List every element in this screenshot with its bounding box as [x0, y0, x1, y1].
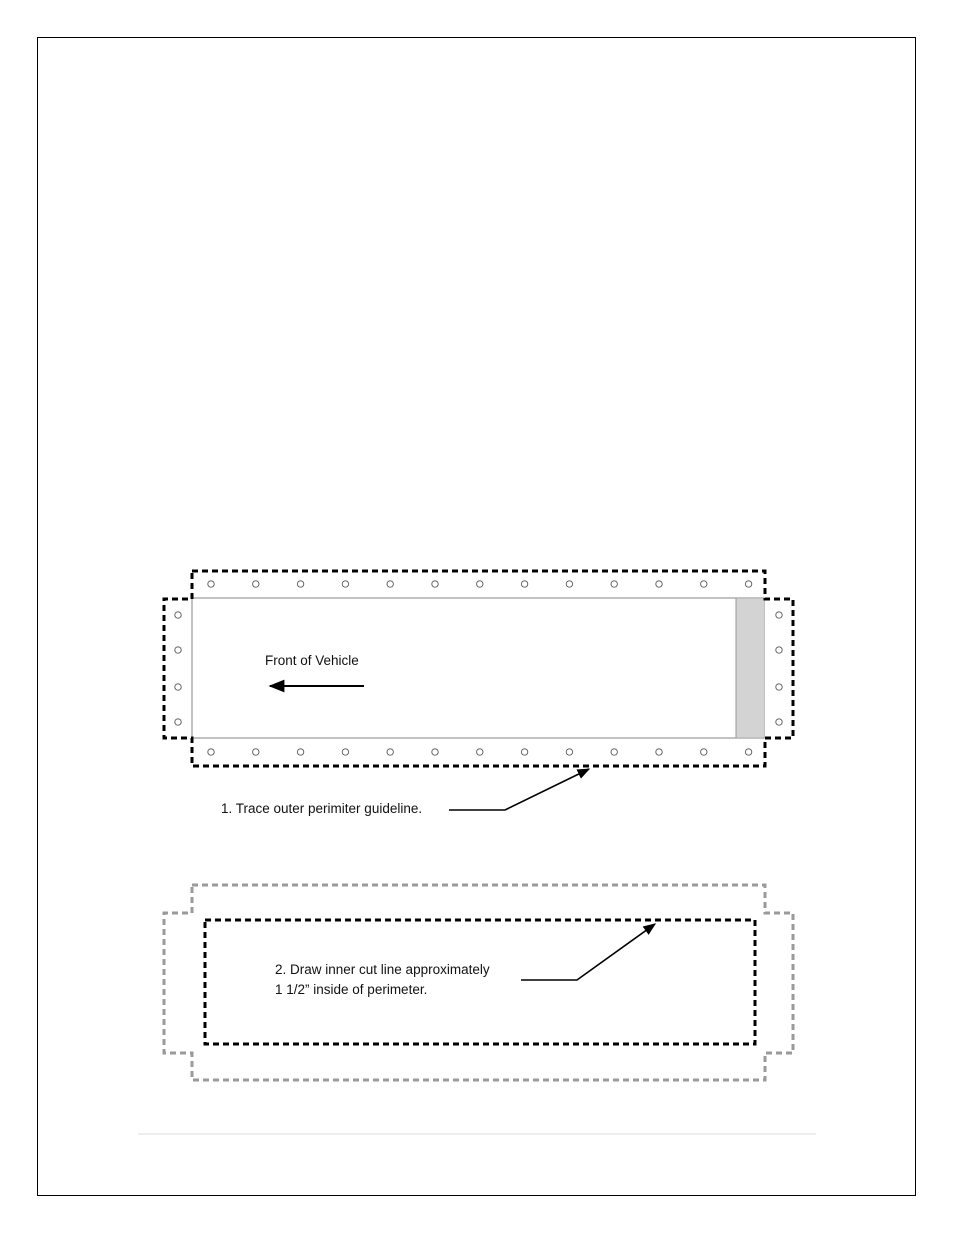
- hole-icon: [521, 749, 527, 755]
- hole-icon: [701, 749, 707, 755]
- hole-icon: [253, 749, 259, 755]
- hole-icon: [611, 581, 617, 587]
- hole-icon: [701, 581, 707, 587]
- outer-perimeter-reference: [164, 885, 793, 1080]
- leader-arrow-icon: [449, 769, 589, 810]
- hole-icon: [611, 749, 617, 755]
- hole-icon: [387, 581, 393, 587]
- hole-icon: [342, 581, 348, 587]
- end-strip: [736, 599, 764, 737]
- liner-panel: [192, 598, 764, 738]
- hole-icon: [776, 612, 782, 618]
- hole-icon: [776, 719, 782, 725]
- hole-icon: [745, 581, 751, 587]
- hole-icon: [566, 581, 572, 587]
- hole-icon: [477, 581, 483, 587]
- leader-arrow-icon: [521, 924, 655, 980]
- hole-icon: [297, 581, 303, 587]
- hole-icon: [342, 749, 348, 755]
- hole-icon: [656, 749, 662, 755]
- hole-icon: [208, 581, 214, 587]
- hole-icon: [175, 719, 181, 725]
- hole-icon: [745, 749, 751, 755]
- hole-icon: [208, 749, 214, 755]
- hole-icon: [175, 612, 181, 618]
- step2-instruction-line1: 2. Draw inner cut line approximately: [275, 962, 490, 977]
- hole-icon: [253, 581, 259, 587]
- hole-icon: [297, 749, 303, 755]
- hole-icon: [656, 581, 662, 587]
- hole-icon: [776, 647, 782, 653]
- hole-icon: [432, 581, 438, 587]
- step1-instruction: 1. Trace outer perimiter guideline.: [221, 801, 422, 816]
- hole-icon: [432, 749, 438, 755]
- step2-figure: 2. Draw inner cut line approximately 1 1…: [164, 885, 793, 1080]
- hole-icon: [477, 749, 483, 755]
- step2-instruction-line2: 1 1/2” inside of perimeter.: [275, 982, 427, 997]
- hole-icon: [175, 647, 181, 653]
- hole-icon: [175, 684, 181, 690]
- hole-icon: [566, 749, 572, 755]
- hole-icon: [521, 581, 527, 587]
- hole-icon: [776, 684, 782, 690]
- front-of-vehicle-label: Front of Vehicle: [265, 653, 359, 668]
- step1-figure: Front of Vehicle 1. Trace outer perimite…: [164, 571, 793, 816]
- hole-icon: [387, 749, 393, 755]
